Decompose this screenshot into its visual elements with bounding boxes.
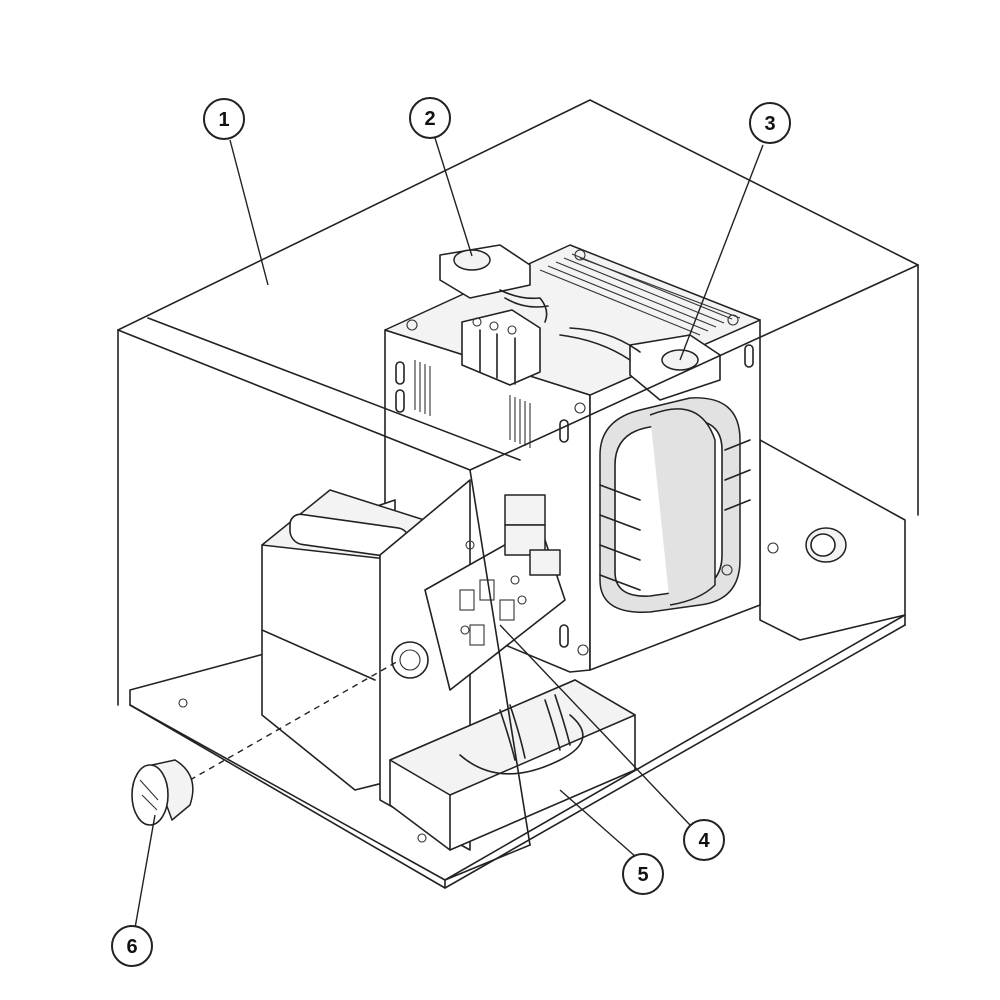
circuit-board xyxy=(424,494,566,691)
side-bracket xyxy=(759,439,906,641)
callout-5: 5 xyxy=(622,853,664,895)
callout-2-label: 2 xyxy=(424,108,435,130)
callout-1-label: 1 xyxy=(218,109,229,131)
callout-3-label: 3 xyxy=(764,113,775,135)
callout-4: 4 xyxy=(683,819,725,861)
callout-2: 2 xyxy=(409,97,451,139)
callout-5-label: 5 xyxy=(637,864,648,886)
callout-1: 1 xyxy=(203,98,245,140)
callout-6: 6 xyxy=(111,925,153,967)
callout-3: 3 xyxy=(749,102,791,144)
callout-4-label: 4 xyxy=(698,830,710,852)
outer-cover xyxy=(117,99,919,881)
cable-gland xyxy=(805,527,847,563)
leader-lines xyxy=(134,137,764,929)
terminal-block xyxy=(461,309,541,386)
callout-6-label: 6 xyxy=(126,936,137,958)
clamp-bracket-left xyxy=(439,244,549,323)
lens-cap xyxy=(131,659,401,826)
